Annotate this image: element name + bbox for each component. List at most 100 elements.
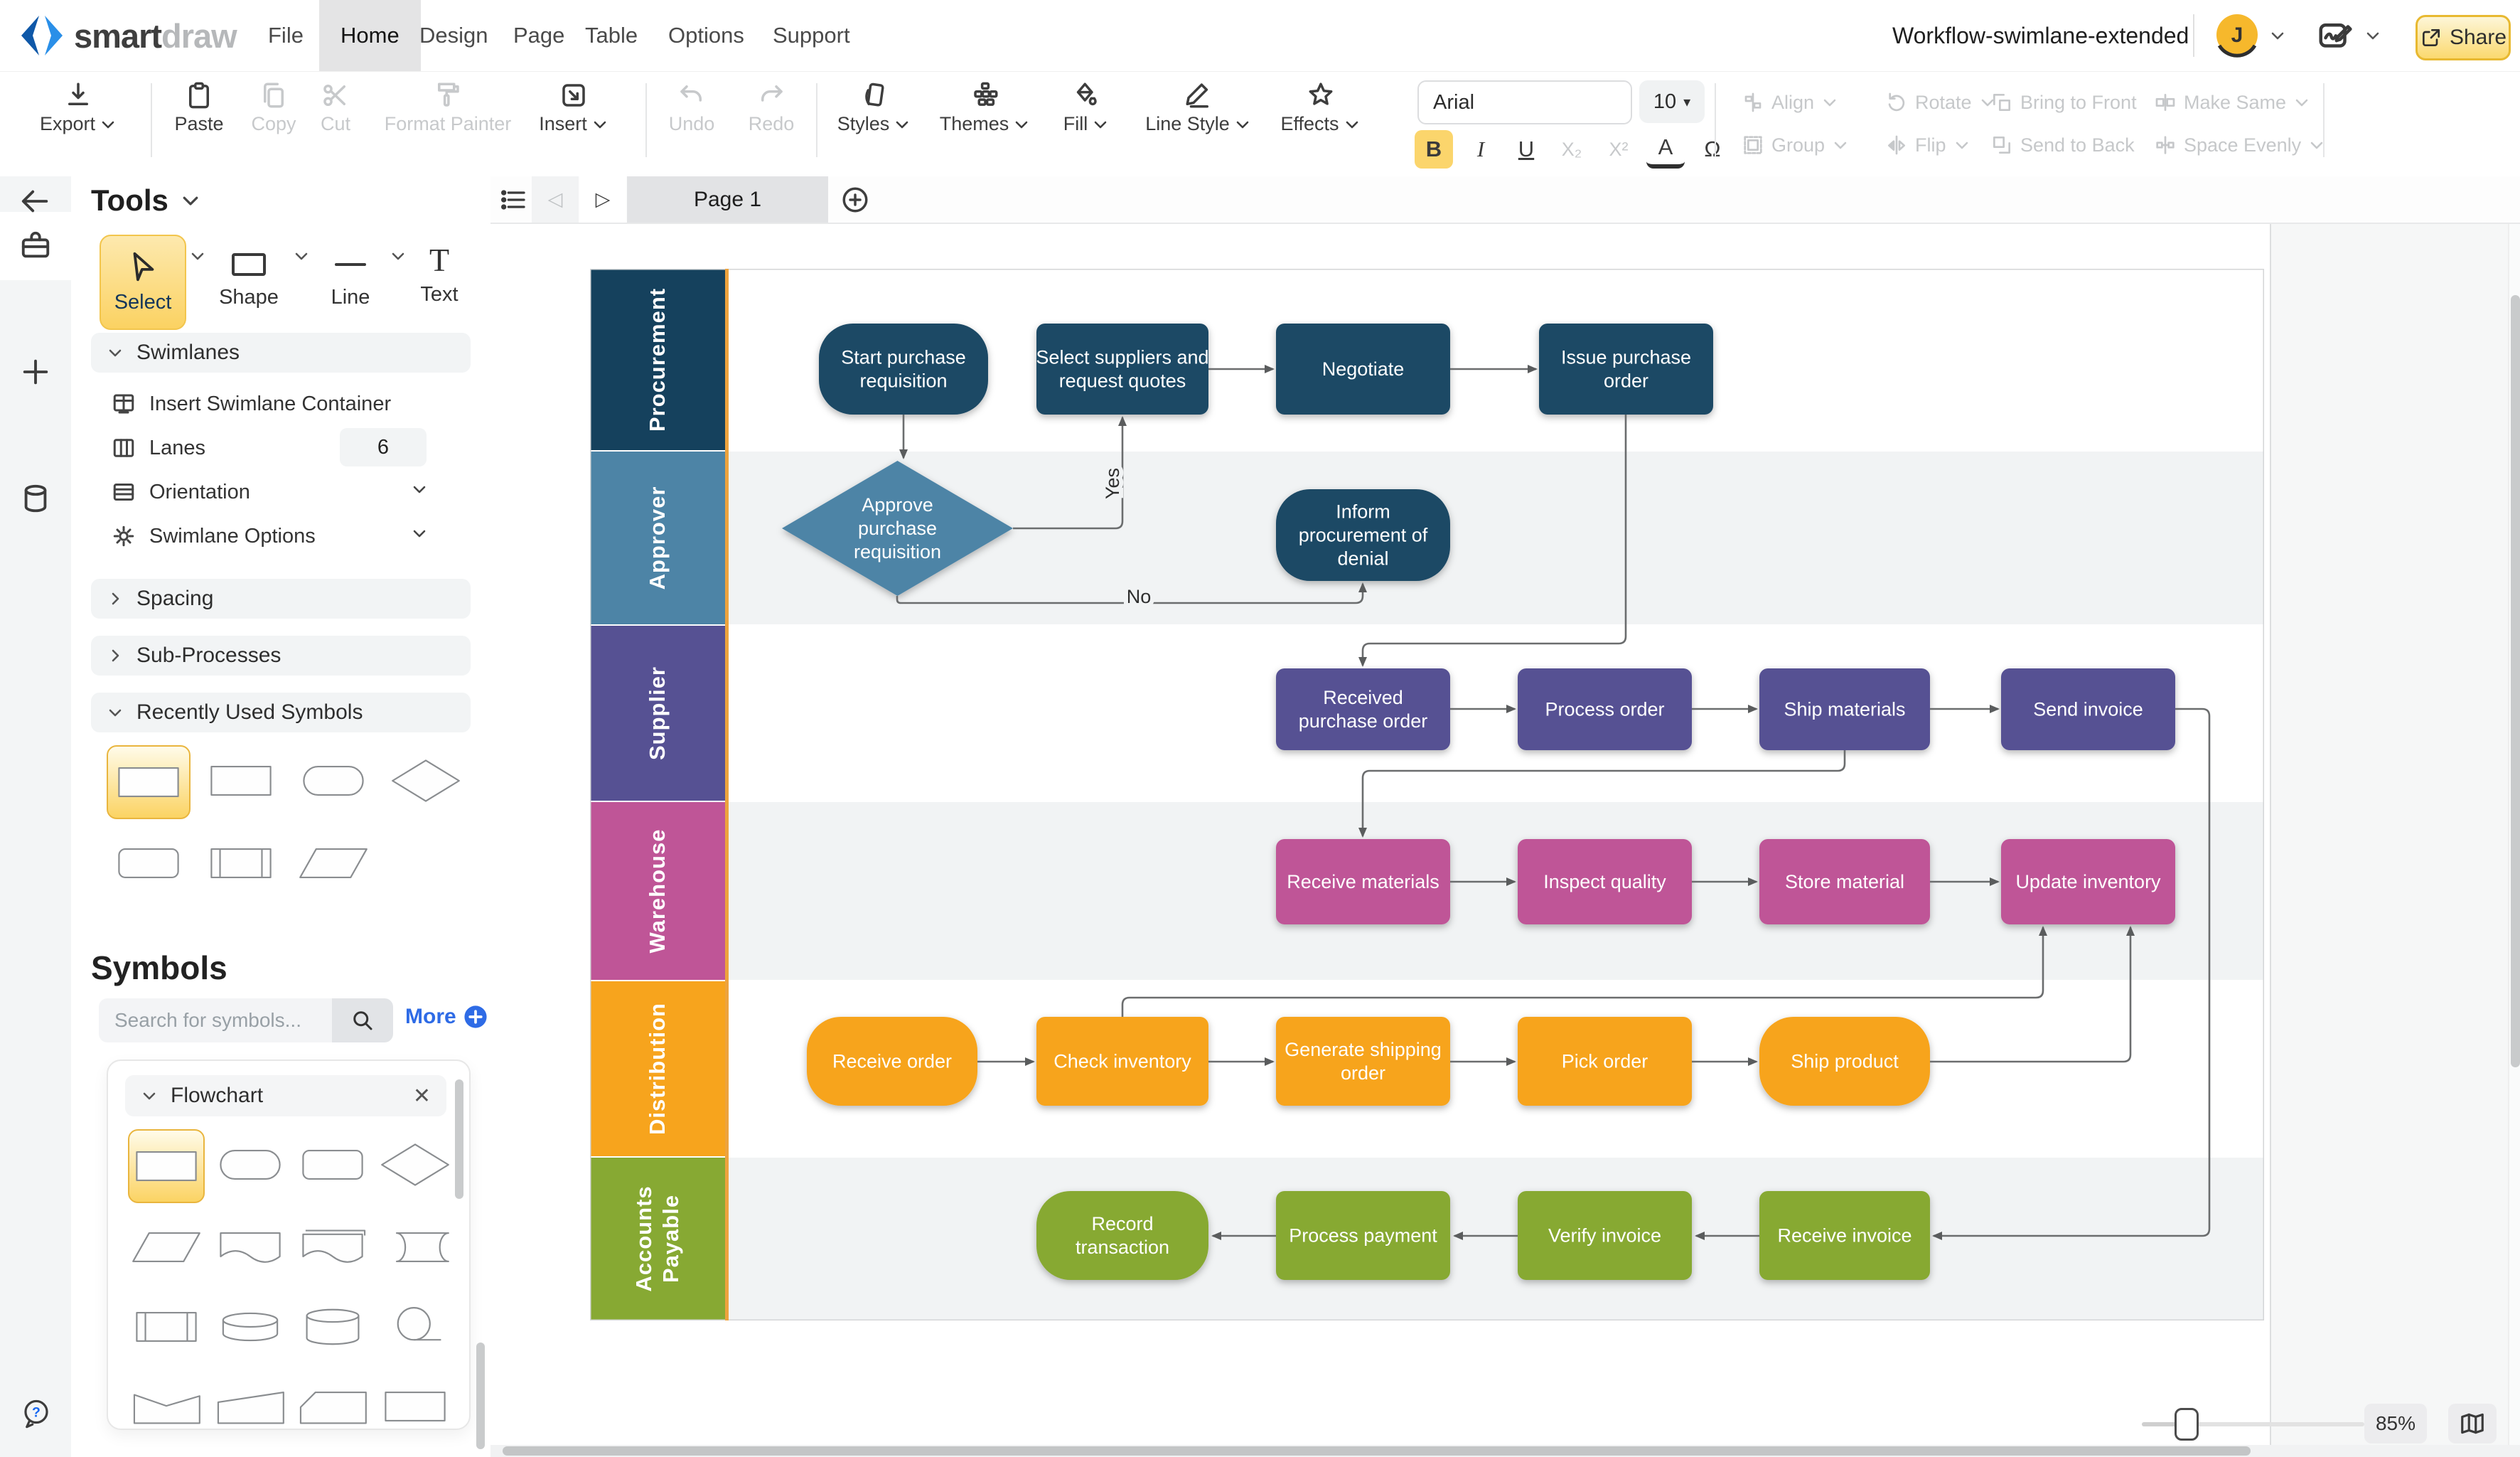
group-button[interactable]: Group <box>1742 129 1849 161</box>
swimlanes-section-header[interactable]: Swimlanes <box>91 333 471 373</box>
zoom-slider-track[interactable] <box>2142 1422 2364 1426</box>
horizontal-scrollbar-track[interactable] <box>490 1445 2520 1457</box>
bold-button[interactable]: B <box>1415 130 1453 169</box>
select-tool-chevron-icon[interactable] <box>189 247 206 268</box>
insert-swimlane-container-item[interactable]: Insert Swimlane Container <box>111 387 391 421</box>
signature-chevron-icon[interactable] <box>2364 27 2381 48</box>
styles-button[interactable]: Styles <box>833 80 915 135</box>
font-color-button[interactable]: A <box>1646 130 1685 169</box>
node-process-payment[interactable]: Process payment <box>1276 1191 1450 1280</box>
swimlane-options-item[interactable]: Swimlane Options <box>111 519 316 553</box>
symbol-magnetic-tape[interactable] <box>378 1291 452 1362</box>
cut-button[interactable]: Cut <box>307 80 364 135</box>
node-receive-materials[interactable]: Receive materials <box>1276 839 1450 924</box>
avatar[interactable]: J <box>2214 13 2261 63</box>
node-inspect-quality[interactable]: Inspect quality <box>1518 839 1692 924</box>
share-button[interactable]: Share <box>2416 15 2511 60</box>
subscript-button[interactable]: X₂ <box>1561 138 1582 160</box>
send-to-back-button[interactable]: Send to Back <box>1990 129 2135 161</box>
underline-button[interactable]: U <box>1518 137 1535 161</box>
horizontal-scrollbar-thumb[interactable] <box>503 1446 2251 1456</box>
symbol-rounded[interactable] <box>296 1129 370 1200</box>
add-panel-icon[interactable] <box>19 356 52 392</box>
node-send-invoice[interactable]: Send invoice <box>2001 668 2175 750</box>
node-negotiate[interactable]: Negotiate <box>1276 324 1450 415</box>
back-arrow-icon[interactable] <box>19 185 52 221</box>
minimap-button[interactable] <box>2448 1404 2497 1443</box>
edge-5[interactable] <box>1358 415 1627 667</box>
symbol-decision[interactable] <box>384 745 468 816</box>
themes-button[interactable]: Themes <box>937 80 1033 135</box>
redo-button[interactable]: Redo <box>739 80 803 135</box>
make-same-button[interactable]: Make Same <box>2154 86 2310 119</box>
recently-used-section-header[interactable]: Recently Used Symbols <box>91 693 471 732</box>
font-size-box[interactable]: 10▾ <box>1639 80 1705 123</box>
panel-scrollbar[interactable] <box>476 1343 485 1449</box>
menu-home[interactable]: Home <box>319 0 421 71</box>
symbol-stored-data[interactable] <box>378 1212 452 1283</box>
tools-panel-title[interactable]: Tools <box>91 183 201 218</box>
page-list-icon[interactable] <box>499 186 527 218</box>
select-tool-button[interactable]: Select <box>100 235 186 330</box>
node-update-inventory[interactable]: Update inventory <box>2001 839 2175 924</box>
symbol-rounded[interactable] <box>107 828 191 899</box>
insert-button[interactable]: Insert <box>527 80 620 135</box>
format-painter-button[interactable]: Format Painter <box>373 80 522 135</box>
menu-file[interactable]: File <box>268 23 304 48</box>
symbol-collate[interactable] <box>128 1371 205 1429</box>
lane-header-accounts-payable[interactable] <box>590 1158 725 1320</box>
data-cylinder-icon[interactable] <box>19 482 52 518</box>
symbol-search-input[interactable] <box>99 998 332 1042</box>
undo-button[interactable]: Undo <box>660 80 724 135</box>
next-page-button[interactable]: ▷ <box>580 176 626 223</box>
paste-button[interactable]: Paste <box>160 80 238 135</box>
copy-button[interactable]: Copy <box>242 80 306 135</box>
symbol-decision[interactable] <box>378 1129 452 1200</box>
effects-button[interactable]: Effects <box>1272 80 1368 135</box>
symbols-scrollbar[interactable] <box>455 1079 463 1199</box>
align-button[interactable]: Align <box>1742 86 1838 119</box>
symbol-terminator[interactable] <box>213 1129 287 1200</box>
vertical-scrollbar-track[interactable] <box>2508 224 2520 1445</box>
orientation-item[interactable]: Orientation <box>111 475 250 509</box>
node-process-order[interactable]: Process order <box>1518 668 1692 750</box>
signature-icon[interactable] <box>2316 17 2354 55</box>
edge-2[interactable] <box>896 582 1367 604</box>
toolbox-icon[interactable] <box>19 229 52 265</box>
node-verify-invoice[interactable]: Verify invoice <box>1518 1191 1692 1280</box>
node-pick-order[interactable]: Pick order <box>1518 1017 1692 1106</box>
lane-header-supplier[interactable] <box>590 626 725 801</box>
flowchart-group-header[interactable]: Flowchart ✕ <box>125 1075 446 1116</box>
bring-to-front-button[interactable]: Bring to Front <box>1990 86 2137 119</box>
lane-header-approver[interactable] <box>590 452 725 624</box>
text-tool-button[interactable]: T Text <box>420 242 459 306</box>
lanes-count-input[interactable] <box>340 428 427 466</box>
symbol-document[interactable] <box>213 1212 287 1283</box>
flip-button[interactable]: Flip <box>1885 129 1971 161</box>
menu-page[interactable]: Page <box>513 23 565 48</box>
menu-options[interactable]: Options <box>668 23 744 48</box>
symbol-database[interactable] <box>296 1291 370 1362</box>
vertical-scrollbar-thumb[interactable] <box>2511 295 2520 1067</box>
lane-header-warehouse[interactable] <box>590 802 725 980</box>
font-name-box[interactable]: Arial <box>1417 80 1632 124</box>
edge-14[interactable] <box>1121 926 2047 1017</box>
edge-1[interactable] <box>1013 416 1127 530</box>
symbol-drum[interactable] <box>213 1291 287 1362</box>
avatar-chevron-icon[interactable] <box>2269 27 2286 48</box>
add-page-icon[interactable] <box>840 185 870 218</box>
symbol-predefined[interactable] <box>199 828 283 899</box>
symbol-card[interactable] <box>296 1371 370 1429</box>
symbol-process-selected[interactable] <box>107 745 191 819</box>
symbol-parallelogram[interactable] <box>291 828 375 899</box>
shape-tool-button[interactable]: Shape <box>213 250 284 309</box>
node-ship-product[interactable]: Ship product <box>1759 1017 1930 1106</box>
lane-header-procurement[interactable] <box>590 269 725 450</box>
superscript-button[interactable]: X² <box>1609 138 1629 160</box>
